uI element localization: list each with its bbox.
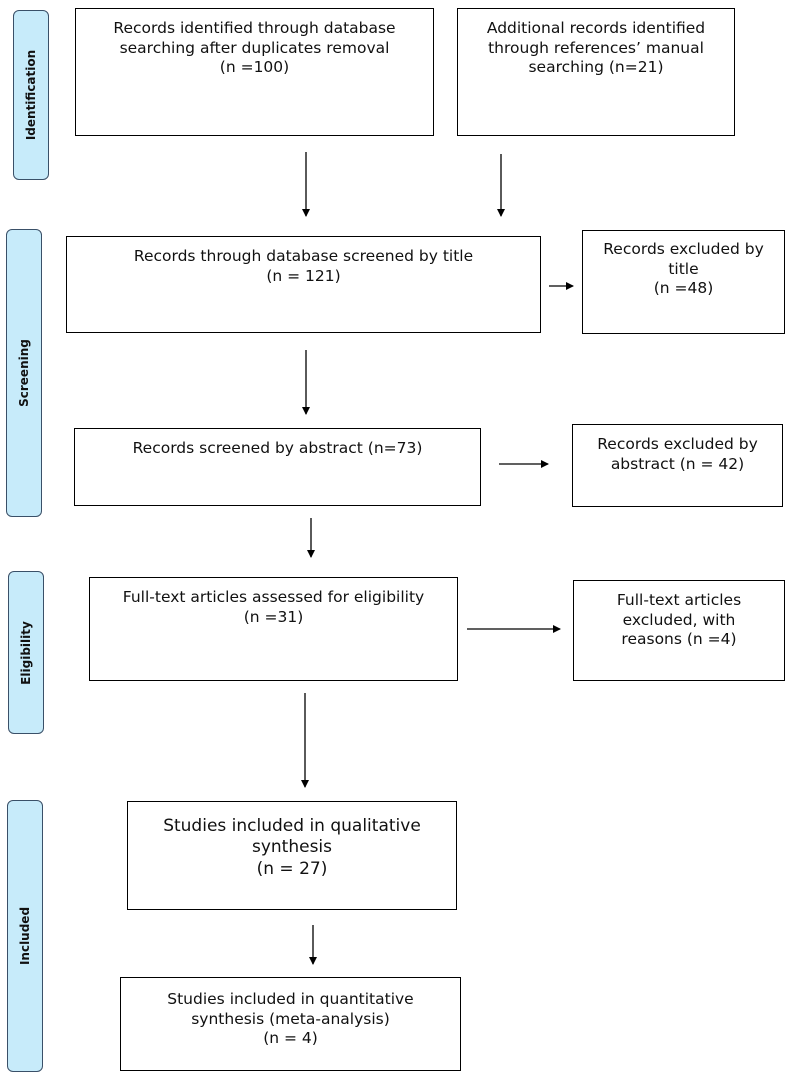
screened-by-title-line-2: (n = 121) xyxy=(266,266,341,285)
screened-by-title-line-1: Records through database screened by tit… xyxy=(133,247,474,265)
additional-records-line-3: searching (n=21) xyxy=(528,58,664,77)
qualitative-synthesis-line-1: Studies included in qualitative xyxy=(163,816,421,836)
quantitative-synthesis-line-2: synthesis (meta-analysis) xyxy=(191,1009,390,1028)
fulltext-excluded-line-2: excluded, with xyxy=(622,610,736,629)
excluded-by-abstract-line-2: abstract (n = 42) xyxy=(610,454,745,473)
database-records-line-2: searching after duplicates removal xyxy=(119,38,390,57)
fulltext-excluded-line-1: Full-text articles xyxy=(616,591,742,609)
database-records-line-3: (n =100) xyxy=(219,58,290,77)
fulltext-assessed-line-1: Full-text articles assessed for eligibil… xyxy=(122,588,425,606)
screened-by-abstract-box: Records screened by abstract (n=73) xyxy=(74,428,481,506)
stage-identification: Identification xyxy=(13,10,49,180)
screened-by-abstract-line-1: Records screened by abstract (n=73) xyxy=(132,439,423,457)
additional-records-line-2: through references’ manual xyxy=(488,38,704,57)
excluded-by-title-line-2: title xyxy=(668,259,699,278)
excluded-by-abstract-box: Records excluded by abstract (n = 42) xyxy=(572,424,783,507)
database-records-box: Records identified through database sear… xyxy=(75,8,434,136)
qualitative-synthesis-line-3: (n = 27) xyxy=(256,858,328,879)
stage-screening: Screening xyxy=(6,229,42,517)
quantitative-synthesis-line-3: (n = 4) xyxy=(263,1029,318,1048)
excluded-by-title-line-1: Records excluded by xyxy=(603,240,764,258)
qualitative-synthesis-box: Studies included in qualitative synthesi… xyxy=(127,801,457,910)
additional-records-box: Additional records identified through re… xyxy=(457,8,735,136)
excluded-by-title-box: Records excluded by title (n =48) xyxy=(582,230,785,334)
excluded-by-title-line-3: (n =48) xyxy=(653,279,714,298)
fulltext-excluded-box: Full-text articles excluded, with reason… xyxy=(573,580,785,681)
fulltext-assessed-line-2: (n =31) xyxy=(243,607,304,626)
stage-eligibility: Eligibility xyxy=(8,571,44,734)
stage-included: Included xyxy=(7,800,43,1072)
quantitative-synthesis-line-1: Studies included in quantitative xyxy=(167,990,414,1008)
fulltext-excluded-line-3: reasons (n =4) xyxy=(621,630,737,649)
qualitative-synthesis-line-2: synthesis xyxy=(251,837,333,858)
additional-records-line-1: Additional records identified xyxy=(486,19,706,37)
quantitative-synthesis-box: Studies included in quantitative synthes… xyxy=(120,977,461,1071)
excluded-by-abstract-line-1: Records excluded by xyxy=(597,435,758,453)
fulltext-assessed-box: Full-text articles assessed for eligibil… xyxy=(89,577,458,681)
database-records-line-1: Records identified through database xyxy=(113,19,396,37)
screened-by-title-box: Records through database screened by tit… xyxy=(66,236,541,333)
